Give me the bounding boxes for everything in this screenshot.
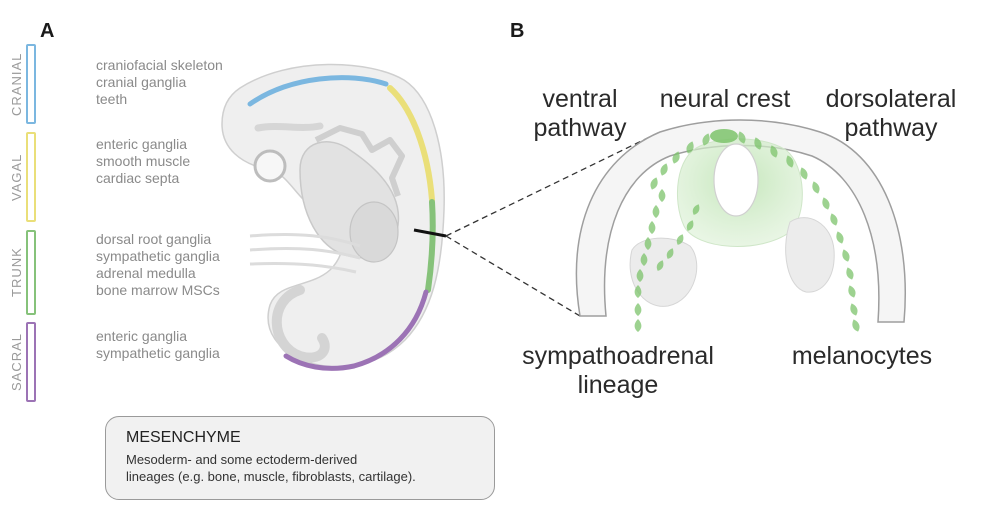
neural-crest-origin: [710, 129, 738, 143]
neural-crest-sacral-strip: [283, 289, 429, 371]
crest-cell: [702, 133, 710, 146]
vagal-color-bar: [26, 132, 36, 222]
crest-cell: [634, 303, 642, 316]
crest-cell: [738, 131, 746, 144]
crest-cell: [644, 237, 652, 250]
crest-cell: [658, 189, 666, 202]
cranial-color-bar: [26, 44, 36, 124]
crest-cell: [754, 137, 762, 150]
crest-cell: [848, 285, 856, 298]
lineage-item: craniofacial skeleton: [96, 57, 223, 73]
ventral-pathway-line1: ventral: [542, 85, 618, 113]
lineage-item: enteric ganglia: [96, 328, 188, 344]
crest-cell: [812, 181, 820, 194]
sacral-lineage-list: enteric ganglia sympathetic ganglia: [96, 328, 220, 362]
crest-cell: [686, 141, 694, 154]
lineage-item: smooth muscle: [96, 153, 191, 169]
neural-crest-trunk-strip: [425, 199, 436, 293]
trunk-color-bar: [26, 230, 36, 315]
crest-cell: [786, 155, 794, 168]
mesenchyme-description: Mesoderm- and some ectoderm-derived line…: [126, 451, 494, 485]
neural-crest-vagal-strip: [387, 85, 435, 203]
crest-cell: [634, 319, 642, 332]
crest-cell: [800, 167, 808, 180]
crest-cell: [822, 197, 830, 210]
sacral-color-bar: [26, 322, 36, 402]
sympathoadrenal-lineage-label: sympathoadrenal lineage: [508, 342, 728, 400]
crest-cell: [648, 221, 656, 234]
dorsolateral-pathway-line2: pathway: [844, 114, 938, 142]
crest-cell: [852, 319, 860, 332]
lineage-item: adrenal medulla: [96, 265, 196, 281]
migrating-crest-cells: [634, 131, 860, 332]
neural-crest-cranial-strip: [247, 75, 389, 107]
ventral-pathway-line2: pathway: [533, 114, 627, 142]
sympathoadrenal-line2: lineage: [577, 371, 659, 399]
section-marker: [413, 228, 447, 238]
panel-letter-b: B: [510, 20, 525, 42]
lineage-item: sympathetic ganglia: [96, 345, 220, 361]
embryo-limb-lines: [249, 232, 361, 274]
lineage-item: bone marrow MSCs: [96, 282, 220, 298]
neural-crest-label: neural crest: [659, 85, 791, 113]
crest-cell: [846, 267, 854, 280]
crest-cell: [634, 285, 642, 298]
mesenchyme-line1: Mesoderm- and some ectoderm-derived: [126, 452, 358, 467]
embryo-organ: [349, 201, 399, 263]
lineage-item: sympathetic ganglia: [96, 248, 220, 264]
mesenchyme-line2: lineages (e.g. bone, muscle, fibroblasts…: [126, 469, 416, 484]
crest-cell: [636, 269, 644, 282]
embryo-illustration: [221, 63, 447, 371]
crest-cell: [836, 231, 844, 244]
crest-cell: [770, 145, 778, 158]
crest-cell: [660, 163, 668, 176]
embryo-vessel: [254, 122, 324, 132]
somite-right: [785, 217, 835, 293]
cross-section-illustration: [575, 119, 906, 323]
lineage-item: cranial ganglia: [96, 74, 187, 90]
cranial-lineage-list: craniofacial skeleton cranial ganglia te…: [96, 57, 223, 108]
mesenchyme-box: MESENCHYME Mesoderm- and some ectoderm-d…: [105, 416, 495, 500]
crest-cell: [672, 151, 680, 164]
embryo-tail: [271, 285, 330, 363]
lineage-item: enteric ganglia: [96, 136, 188, 152]
embryo-gut: [314, 125, 405, 197]
crest-cell: [676, 234, 684, 245]
sympathoadrenal-line1: sympathoadrenal: [522, 342, 714, 370]
mesenchyme-title: MESENCHYME: [126, 429, 241, 446]
dorsolateral-pathway-line1: dorsolateral: [825, 85, 957, 113]
crest-cell: [692, 204, 700, 215]
panel-letter-a: A: [40, 20, 55, 42]
crest-cell: [850, 303, 858, 316]
dorsolateral-pathway-label: dorsolateral pathway: [816, 85, 966, 143]
crest-cell: [830, 213, 838, 226]
lineage-item: teeth: [96, 91, 128, 107]
lineage-item: dorsal root ganglia: [96, 231, 212, 247]
vagal-lineage-list: enteric ganglia smooth muscle cardiac se…: [96, 136, 190, 187]
neural-tube-lumen: [713, 143, 759, 217]
lineage-item: cardiac septa: [96, 170, 180, 186]
crest-cell: [650, 177, 658, 190]
crest-cell: [842, 249, 850, 262]
crest-cell: [666, 248, 674, 259]
trunk-lineage-list: dorsal root ganglia sympathetic ganglia …: [96, 231, 220, 299]
ventral-pathway-label: ventral pathway: [530, 85, 630, 143]
crest-cell: [640, 253, 648, 266]
crest-cell: [656, 260, 664, 271]
embryo-eye: [253, 149, 287, 183]
melanocytes-label: melanocytes: [791, 342, 933, 370]
crest-cell: [686, 220, 694, 231]
dashed-connector-bottom: [445, 235, 581, 317]
ectoderm-arch: [575, 119, 906, 323]
crest-cell: [652, 205, 660, 218]
